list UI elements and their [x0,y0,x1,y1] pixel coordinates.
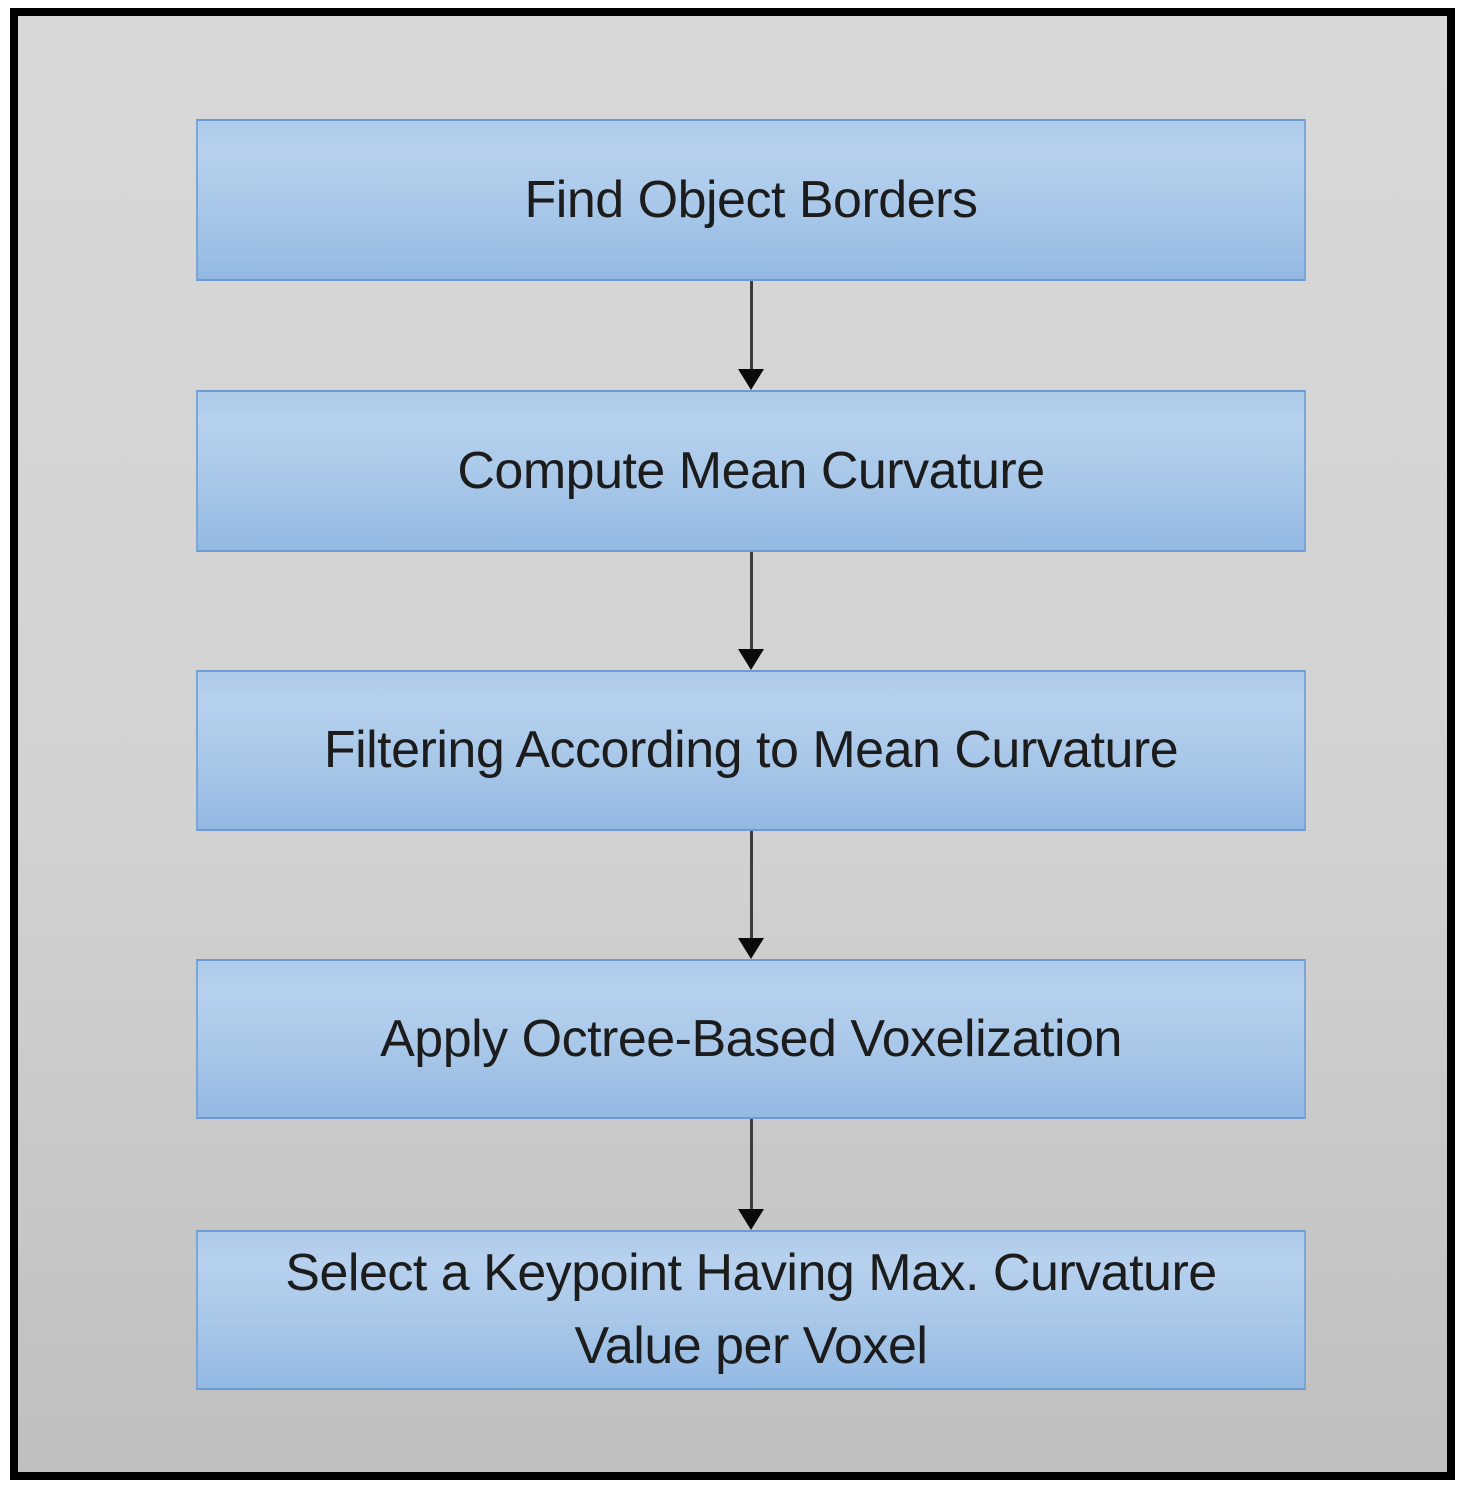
arrow-line [749,552,753,649]
connector-arrow-down [738,831,764,959]
flow-step-compute-mean-curvature: Compute Mean Curvature [196,390,1306,552]
flow-step-label: Select a Keypoint Having Max. Curvature … [285,1244,1217,1375]
flow-step-label: Filtering According to Mean Curvature [323,721,1179,780]
flow-step-label: Find Object Borders [524,170,978,229]
flow-step-label: Compute Mean Curvature [457,441,1045,500]
diagram-frame: Find Object Borders Compute Mean Curvatu… [10,8,1455,1480]
connector-arrow-down [738,1119,764,1230]
arrow-head-icon [738,1209,764,1230]
flow-step-select-keypoint: Select a Keypoint Having Max. Curvature … [196,1230,1306,1390]
flow-step-find-object-borders: Find Object Borders [196,119,1306,281]
arrow-line [749,281,753,369]
connector-arrow-down [738,552,764,670]
arrow-line [749,831,753,938]
arrow-head-icon [738,938,764,959]
connector-arrow-down [738,281,764,390]
arrow-head-icon [738,649,764,670]
flow-step-filtering-mean-curvature: Filtering According to Mean Curvature [196,670,1306,831]
arrow-line [749,1119,753,1209]
flow-step-label: Apply Octree-Based Voxelization [380,1009,1122,1068]
flow-step-octree-voxelization: Apply Octree-Based Voxelization [196,959,1306,1119]
arrow-head-icon [738,369,764,390]
